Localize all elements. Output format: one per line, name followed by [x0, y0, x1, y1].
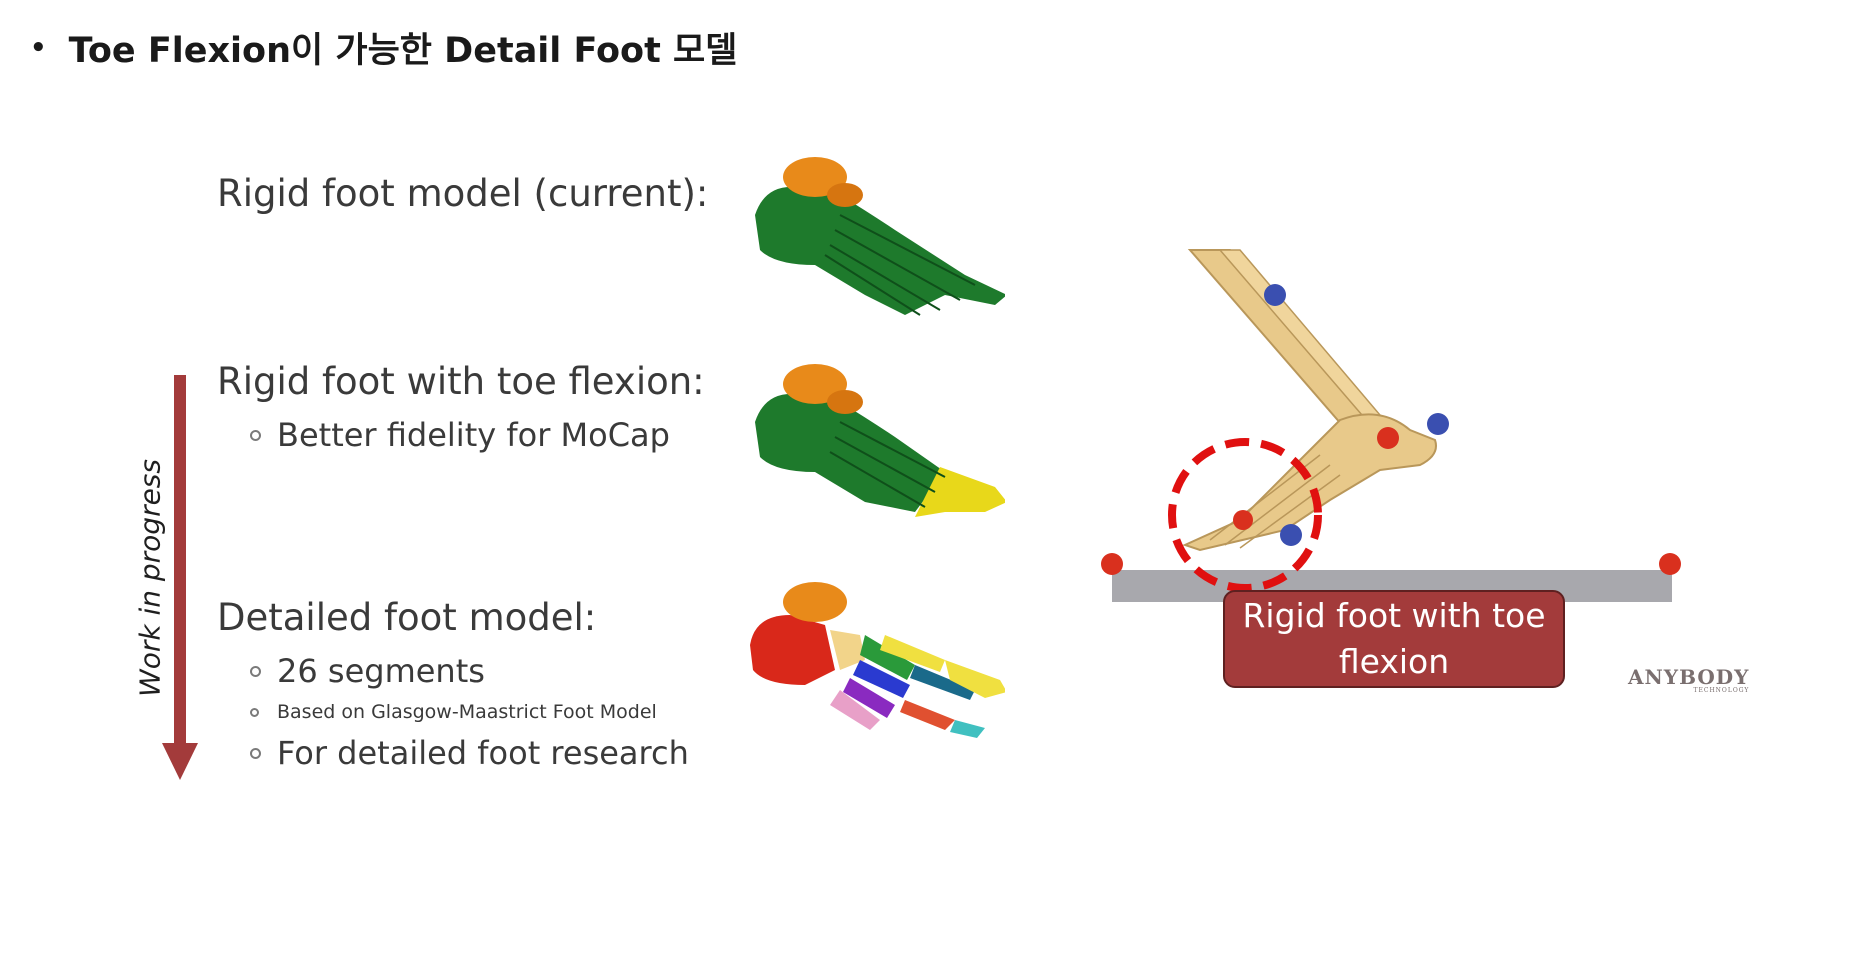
hollow-bullet — [250, 665, 261, 677]
detailed-foot-illustration — [750, 582, 1005, 738]
point-better-fidelity: Better fidelity for MoCap — [250, 416, 670, 454]
point-detailed-research: For detailed foot research — [250, 734, 689, 772]
subpoint-glasgow-maastrict: Based on Glasgow-Maastrict Foot Model — [250, 701, 657, 723]
hollow-bullet — [250, 429, 261, 441]
hollow-bullet — [250, 707, 259, 717]
rigid-foot-illustration — [755, 157, 1005, 316]
logo-brand: ANYBODY — [1628, 665, 1750, 689]
slide-title: • Toe Flexion이 가능한 Detail Foot 모델 — [30, 22, 737, 73]
logo-tagline: TECHNOLOGY — [1693, 687, 1750, 694]
hollow-bullet — [250, 747, 261, 759]
heading-rigid-foot-toe-flexion: Rigid foot with toe flexion: — [217, 360, 705, 403]
toe-flexion-foot-illustration — [755, 364, 1005, 517]
toe-flexion-callout: Rigid foot with toe flexion — [1223, 590, 1565, 688]
leg-foot-scene — [1101, 249, 1681, 602]
work-in-progress-arrow — [162, 375, 198, 780]
anybody-logo: ANYBODY TECHNOLOGY — [1628, 665, 1749, 694]
title-bullet: • — [30, 32, 47, 63]
heading-rigid-foot-model: Rigid foot model (current): — [217, 172, 709, 215]
heading-detailed-foot-model: Detailed foot model: — [217, 596, 597, 639]
point-26-segments: 26 segments — [250, 652, 485, 690]
title-text: Toe Flexion이 가능한 Detail Foot 모델 — [68, 31, 738, 71]
